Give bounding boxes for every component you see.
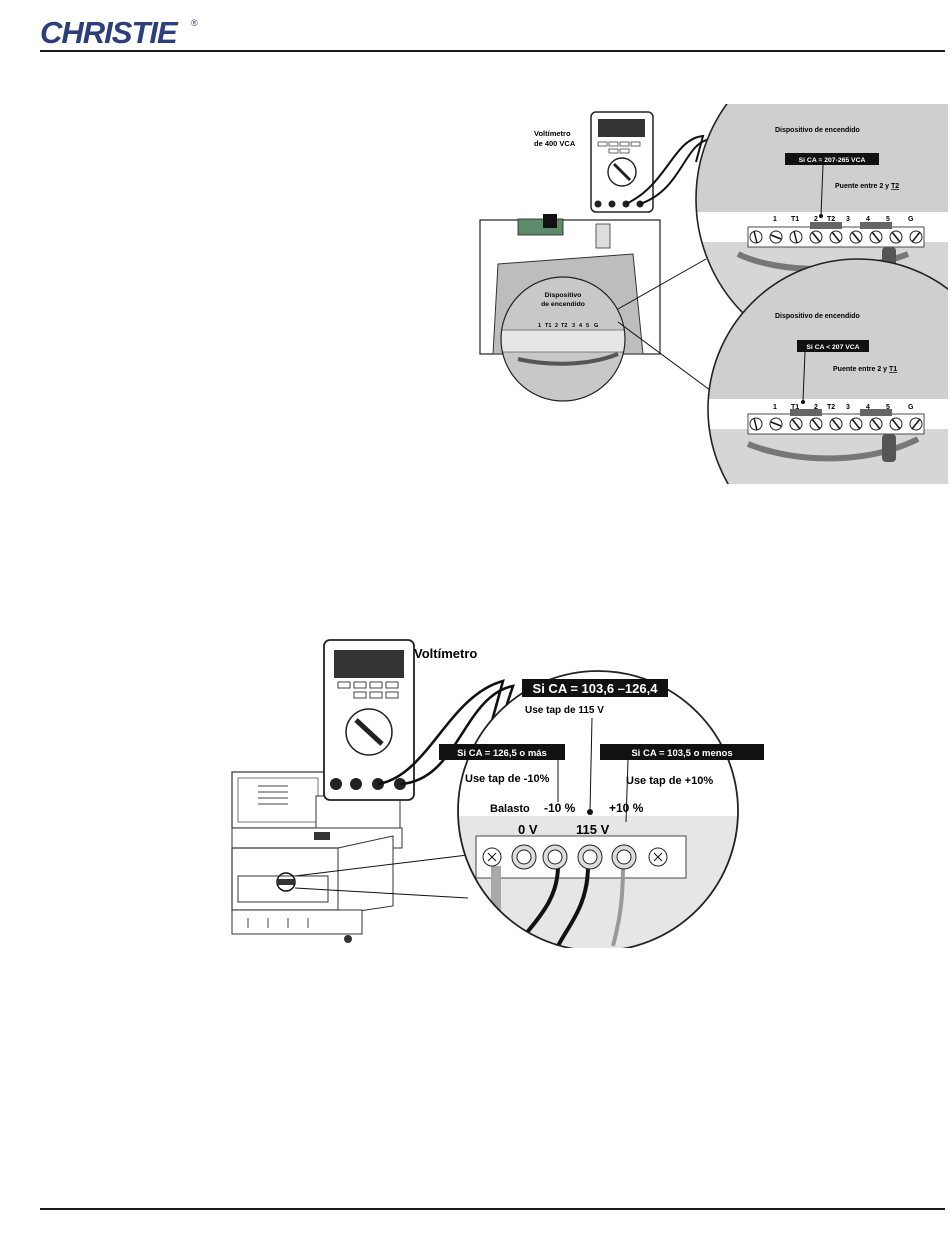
tap-0v-label: 0 V: [518, 822, 538, 837]
center-condition: Si CA = 103,6 –126,4: [533, 681, 659, 696]
bottom-terminal-5: 5: [886, 404, 890, 411]
bottom-terminal-1: 1: [773, 404, 777, 411]
bottom-terminal-t1: T1: [791, 404, 799, 411]
top-terminal-t1: T1: [791, 216, 799, 223]
ballast-terminal-strip: [482, 844, 668, 870]
voltmeter-label-line2: de 400 VCA: [534, 139, 576, 148]
bottom-zoom-jumper-prefix: Puente entre 2 y: [833, 366, 889, 373]
left-use: Use tap de -10%: [465, 773, 550, 785]
left-condition: Si CA = 126,5 o más: [457, 748, 547, 759]
top-terminal-g: G: [908, 216, 914, 223]
bottom-zoom-condition: Si CA < 207 VCA: [806, 344, 859, 351]
tap-plus-label: +10 %: [609, 801, 644, 815]
voltmeter-label-line1: Voltímetro: [534, 129, 571, 138]
svg-text:Puente entre 2 y T1: Puente entre 2 y T1: [833, 366, 897, 373]
tap-115v-label: 115 V: [576, 822, 610, 837]
top-terminal-4: 4: [866, 216, 870, 223]
logo-text: CHRISTIE: [40, 15, 179, 48]
center-use: Use tap de 115 V: [525, 705, 604, 716]
inset-circle: [500, 276, 626, 402]
christie-logo: CHRISTIE ®: [40, 15, 198, 48]
inset-terminal-4: 4: [579, 323, 583, 329]
right-use: Use tap de +10%: [626, 775, 713, 787]
ballast-label: Balasto: [490, 803, 530, 815]
top-terminal-1: 1: [773, 216, 777, 223]
bottom-terminal-strip: [747, 409, 925, 462]
voltmeter-icon: [323, 639, 415, 801]
inset-label-line2: de encendido: [541, 301, 585, 308]
bottom-terminal-3: 3: [846, 404, 850, 411]
bottom-terminal-t2: T2: [827, 404, 835, 411]
inset-terminal-1: 1: [538, 323, 541, 329]
bottom-terminal-2: 2: [814, 404, 818, 411]
top-zoom-jumper-target: T2: [891, 183, 899, 190]
bottom-terminal-4: 4: [866, 404, 870, 411]
inset-terminal-2: 2: [555, 323, 558, 329]
top-terminal-t2: T2: [827, 216, 835, 223]
bottom-terminal-g: G: [908, 404, 914, 411]
bottom-zoom-title: Dispositivo de encendido: [775, 313, 860, 320]
inset-label-line1: Dispositivo: [545, 292, 582, 299]
top-terminal-3: 3: [846, 216, 850, 223]
voltmeter-label: Voltímetro: [414, 646, 477, 661]
inset-terminal-3: 3: [572, 323, 575, 329]
projector-cabinet: [231, 771, 403, 943]
top-zoom-condition: Si CA = 207-265 VCA: [799, 157, 866, 164]
ballast-tap-figure: Voltímetro Si CA = 103,6 –126,4 Use tap …: [231, 639, 764, 948]
top-terminal-5: 5: [886, 216, 890, 223]
logo-mark: ®: [191, 18, 198, 28]
inset-terminal-t2: T2: [561, 323, 567, 329]
header-rule: [40, 50, 945, 52]
voltmeter-icon: [590, 111, 654, 213]
inset-terminal-5: 5: [586, 323, 589, 329]
inset-terminal-t1: T1: [545, 323, 551, 329]
top-zoom-title: Dispositivo de encendido: [775, 127, 860, 134]
top-zoom-jumper-prefix: Puente entre 2 y: [835, 183, 891, 190]
ignitor-wiring-figure: Voltímetro de 400 VCA Dispositivo de enc…: [479, 104, 948, 484]
right-condition: Si CA = 103,5 o menos: [631, 748, 732, 759]
top-terminal-strip: [747, 222, 925, 275]
tap-minus-label: -10 %: [544, 801, 576, 815]
inset-terminal-g: G: [594, 323, 598, 329]
bottom-zoom-jumper-target: T1: [889, 366, 897, 373]
footer-rule: [40, 1208, 945, 1210]
top-terminal-2: 2: [814, 216, 818, 223]
svg-text:Puente entre 2 y T2: Puente entre 2 y T2: [835, 183, 899, 190]
